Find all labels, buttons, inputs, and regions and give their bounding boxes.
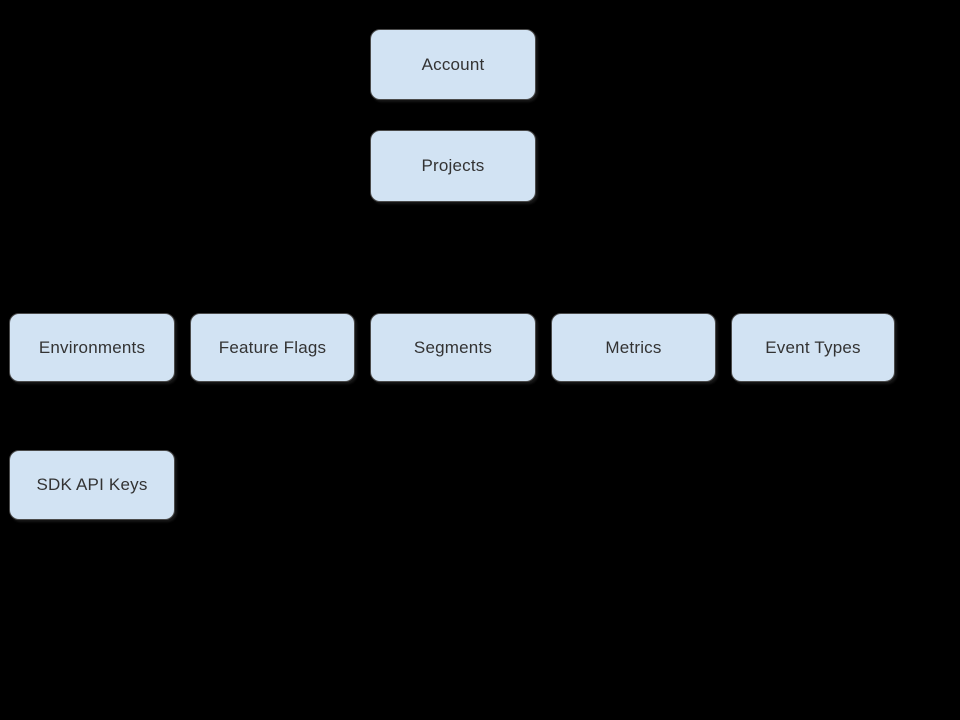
node-sdk-api-keys: SDK API Keys: [9, 450, 175, 520]
node-label: Feature Flags: [218, 337, 327, 357]
node-projects: Projects: [370, 130, 536, 202]
node-account: Account: [370, 29, 536, 100]
node-segments: Segments: [370, 313, 536, 382]
node-metrics: Metrics: [551, 313, 716, 382]
node-label: Metrics: [605, 337, 662, 357]
node-label: SDK API Keys: [36, 475, 148, 494]
node-label: Account: [421, 54, 485, 74]
node-label: Environments: [38, 337, 146, 357]
node-label: Segments: [413, 337, 493, 357]
node-label: Event Types: [765, 337, 861, 357]
node-label: Projects: [421, 156, 485, 175]
node-environments: Environments: [9, 313, 175, 382]
node-event-types: Event Types: [731, 313, 895, 382]
node-feature-flags: Feature Flags: [190, 313, 355, 382]
